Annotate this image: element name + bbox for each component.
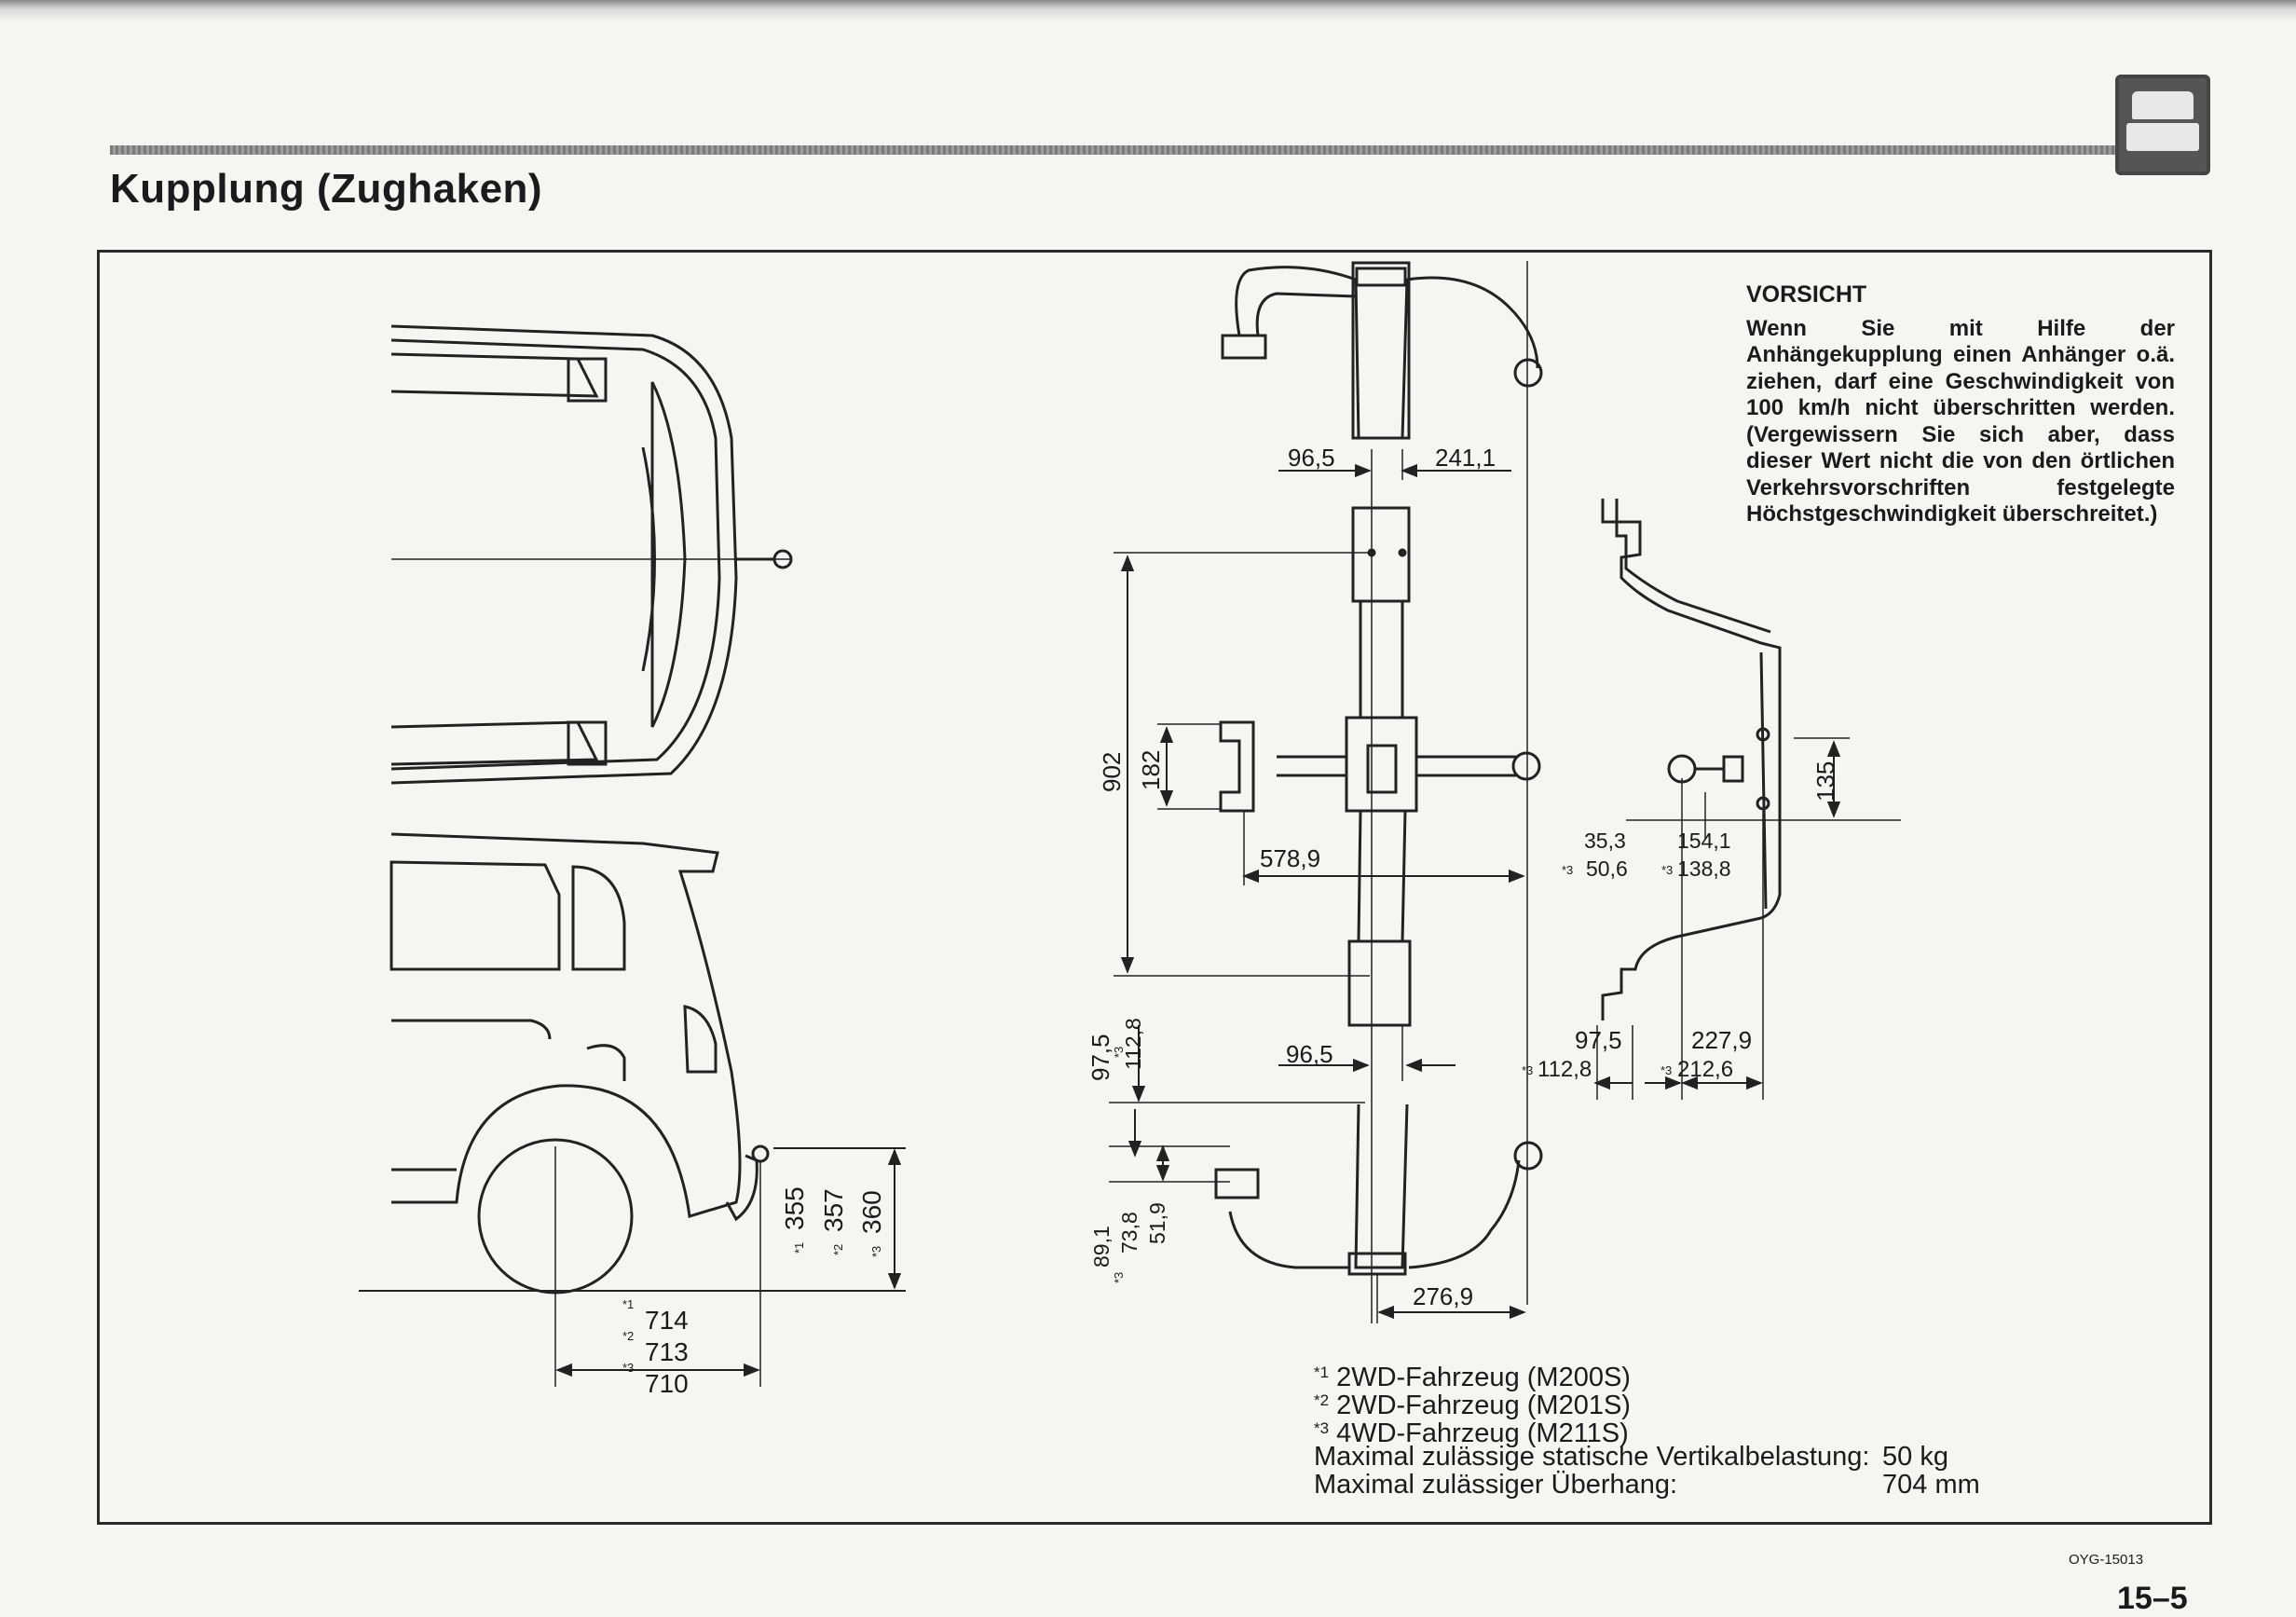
warning-heading: VORSICHT (1746, 281, 1867, 308)
mark-3-b: *3 (1112, 1272, 1126, 1283)
dim-135: 135 (1811, 761, 1839, 802)
mark-3-h: *3 (622, 1361, 634, 1375)
dim-138-8: 138,8 (1677, 856, 1731, 881)
spec-label: Maximal zulässiger Überhang: (1314, 1470, 1678, 1500)
dim-212-6: 212,6 (1677, 1057, 1733, 1082)
mark-3-d: *3 (1661, 863, 1673, 877)
dim-578-9: 578,9 (1260, 844, 1320, 872)
mark-3-e: *3 (1522, 1063, 1533, 1077)
car-section-icon (2115, 75, 2210, 175)
page-title: Kupplung (Zughaken) (110, 166, 543, 212)
spec-overhang: Maximal zulässiger Überhang: 704 mm (1314, 1470, 1980, 1500)
spec-value: 704 mm (1882, 1470, 1980, 1500)
legend-text: 2WD-Fahrzeug (M200S) (1336, 1363, 1631, 1392)
legend-mark: *1 (1314, 1363, 1330, 1381)
legend-mark: *3 (1314, 1419, 1330, 1437)
spec-value: 50 kg (1882, 1442, 1948, 1472)
dim-112-8-left: 112,8 (1121, 1018, 1145, 1070)
mark-1-b: *1 (622, 1297, 634, 1311)
dim-182: 182 (1137, 750, 1165, 790)
mark-1-a: *1 (792, 1242, 806, 1254)
legend-mark: *2 (1314, 1391, 1330, 1409)
figure-code: OYG-15013 (2069, 1552, 2144, 1568)
spec-label: Maximal zulässige statische Vertikalbela… (1314, 1442, 1870, 1472)
dim-227-9: 227,9 (1691, 1026, 1752, 1054)
dim-902: 902 (1098, 752, 1126, 792)
dim-710: 710 (645, 1369, 689, 1398)
dim-713: 713 (645, 1337, 689, 1366)
dim-360: 360 (857, 1190, 886, 1234)
mark-3-a: *3 (1112, 1047, 1126, 1058)
legend-item: *1 2WD-Fahrzeug (M200S) (1314, 1359, 1869, 1391)
hitch-top-view (1214, 261, 1543, 1276)
dim-35-3: 35,3 (1584, 829, 1626, 853)
mark-3-f: *3 (1660, 1063, 1672, 1077)
dim-357: 357 (819, 1188, 848, 1232)
legend-text: 2WD-Fahrzeug (M201S) (1336, 1391, 1631, 1420)
dim-241-1: 241,1 (1435, 444, 1496, 472)
page-top-edge (0, 0, 2296, 22)
dim-96-5-top: 96,5 (1288, 444, 1335, 472)
warning-box: VORSICHT Wenn Sie mit Hilfe der Anhängek… (1746, 281, 2175, 528)
header-rule (110, 145, 2197, 155)
legend-item: *3 4WD-Fahrzeug (M211S) (1314, 1415, 1869, 1447)
mark-2-a: *2 (831, 1244, 845, 1255)
legend-item: *2 2WD-Fahrzeug (M201S) (1314, 1387, 1869, 1419)
dim-154-1: 154,1 (1677, 829, 1731, 853)
dim-355: 355 (780, 1186, 809, 1230)
dim-112-8-right: 112,8 (1538, 1057, 1592, 1082)
dim-96-5-bottom: 96,5 (1286, 1040, 1333, 1068)
legend: *1 2WD-Fahrzeug (M200S) *2 2WD-Fahrzeug (M… (1314, 1359, 1980, 1500)
dim-97-5-left: 97,5 (1086, 1034, 1114, 1081)
mark-2-b: *2 (622, 1329, 634, 1343)
spec-vertical-load: Maximal zulässige statische Vertikalbela… (1314, 1442, 1948, 1472)
car-top-view (390, 324, 793, 785)
dim-276-9: 276,9 (1413, 1282, 1473, 1310)
diagram-frame (97, 250, 2212, 1525)
car-side-view (390, 832, 770, 1295)
mark-3-g: *3 (869, 1246, 883, 1257)
hitch-side-view (1601, 499, 1901, 1021)
warning-text: Wenn Sie mit Hilfe der Anhängekupplung e… (1746, 315, 2175, 528)
dim-89-1: 89,1 (1089, 1226, 1114, 1268)
mark-3-c: *3 (1562, 863, 1573, 877)
dim-97-5-right: 97,5 (1575, 1026, 1622, 1054)
dim-50-6: 50,6 (1586, 856, 1628, 881)
dim-73-8: 73,8 (1117, 1212, 1141, 1254)
page-number: 15–5 (2117, 1581, 2188, 1616)
legend-text: 4WD-Fahrzeug (M211S) (1336, 1418, 1629, 1448)
dim-51-9: 51,9 (1145, 1202, 1169, 1244)
dim-714: 714 (645, 1306, 689, 1335)
